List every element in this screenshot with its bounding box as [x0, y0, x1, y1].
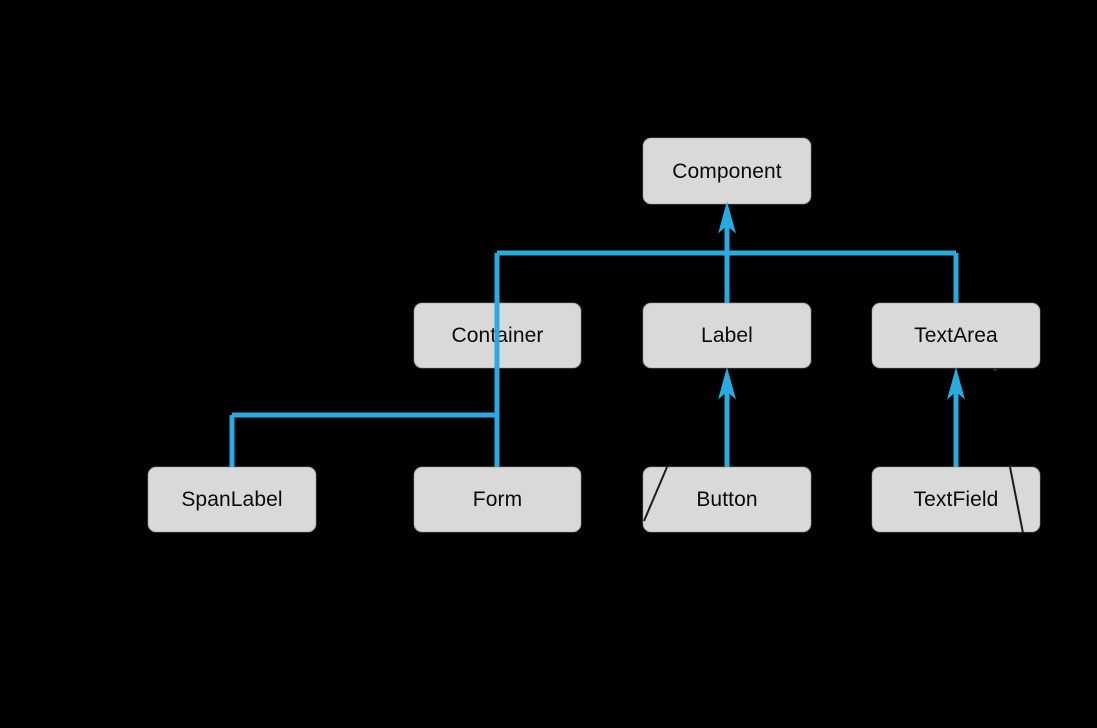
node-label-label: Label — [701, 324, 753, 347]
node-form[interactable]: Form — [414, 467, 581, 532]
node-spanlabel[interactable]: SpanLabel — [148, 467, 316, 532]
node-component-label: Component — [672, 159, 782, 183]
node-textfield-label: TextField — [913, 488, 999, 511]
node-component[interactable]: Component — [643, 138, 811, 204]
node-button-label: Button — [696, 488, 758, 511]
node-container[interactable]: Container — [414, 303, 581, 368]
node-label[interactable]: Label — [643, 303, 811, 368]
node-form-label: Form — [472, 488, 523, 511]
node-textarea-label: TextArea — [914, 324, 998, 347]
node-textfield[interactable]: TextField — [872, 467, 1040, 532]
node-spanlabel-label: SpanLabel — [181, 488, 283, 511]
node-container-label: Container — [451, 324, 544, 347]
node-button[interactable]: Button — [643, 467, 811, 532]
node-textarea[interactable]: TextArea — [872, 303, 1040, 368]
